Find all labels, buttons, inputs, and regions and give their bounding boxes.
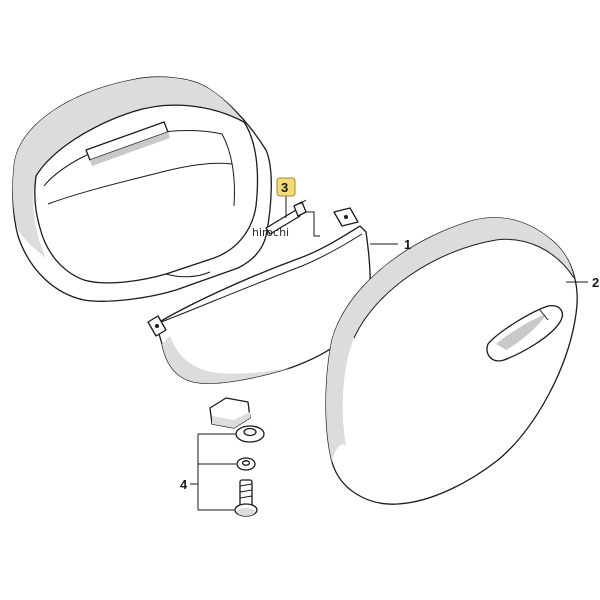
callout-4: 4 bbox=[180, 477, 188, 492]
bolt bbox=[234, 479, 258, 517]
callout-3-highlight: 3 bbox=[276, 177, 296, 197]
inner-tray bbox=[147, 207, 371, 384]
hardware-stack bbox=[190, 397, 265, 517]
watermark-text: hirochi bbox=[252, 226, 289, 239]
callout-1: 1 bbox=[404, 237, 411, 252]
callout-2: 2 bbox=[592, 275, 599, 290]
case-shell bbox=[12, 76, 272, 302]
lid-cover bbox=[325, 217, 578, 505]
callout-3: 3 bbox=[281, 180, 288, 195]
